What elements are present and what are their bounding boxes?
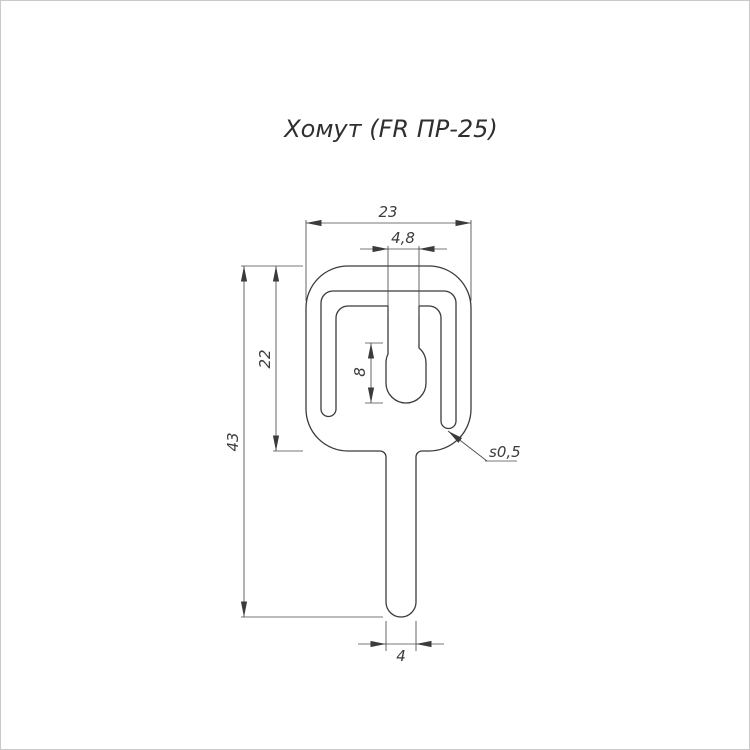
profile-channel-and-keyhole xyxy=(320,290,457,430)
dim-overall-height: 43 xyxy=(224,266,248,617)
dim-head-height: 22 xyxy=(256,266,280,451)
dim-slot-width: 4,8 xyxy=(360,229,447,253)
dim-label-head-height: 22 xyxy=(256,349,274,368)
extension-lines xyxy=(241,220,472,651)
profile-outer-contour xyxy=(305,265,472,618)
dim-hole-height: 8 xyxy=(351,343,375,403)
dim-overall-width: 23 xyxy=(306,203,471,227)
dim-label-hole-height: 8 xyxy=(351,367,369,377)
leader-line-thickness xyxy=(447,430,488,462)
dim-label-slot-width: 4,8 xyxy=(391,229,415,247)
drawing-title: Хомут (FR ПР-25) xyxy=(282,115,498,143)
dim-stem-width: 4 xyxy=(358,640,444,665)
dim-label-thickness: s0,5 xyxy=(489,443,521,461)
dim-label-stem-width: 4 xyxy=(396,647,406,665)
dim-label-overall-height: 43 xyxy=(224,432,242,451)
dim-thickness-leader: s0,5 xyxy=(447,430,521,462)
dim-label-overall-width: 23 xyxy=(378,203,397,221)
